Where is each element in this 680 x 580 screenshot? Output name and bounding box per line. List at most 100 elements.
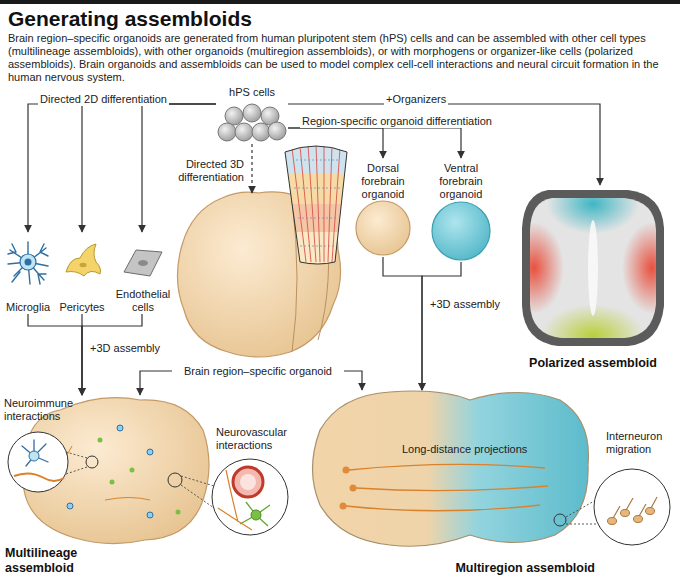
endothelial-icon-part <box>138 260 148 266</box>
node-label: Brain region–specific organoid <box>184 365 332 378</box>
pericyte-icon-part <box>66 244 101 276</box>
pericyte-icon <box>66 244 101 276</box>
callout-label: Long-distance projections <box>402 443 562 456</box>
organoid-section-inset-part <box>294 160 342 246</box>
callout-box: Neurovascular interactions <box>216 426 300 452</box>
callout-box: Neuroimmune interactions <box>4 397 84 423</box>
assembloid: Multilineage assembloid <box>5 395 210 576</box>
organoid-section-inset-part <box>285 146 347 264</box>
edge-label-box: +3D assembly <box>428 294 518 312</box>
flow-arrow <box>383 257 422 390</box>
flow-arrow <box>422 262 461 390</box>
flow-arrow <box>251 144 252 193</box>
ventral-organoid <box>432 202 490 260</box>
multiregion-assembloid-figure-part <box>554 514 566 526</box>
node-label: Pericytes <box>59 301 104 314</box>
node-label: Microglia <box>6 301 50 314</box>
multilineage-assembloid-figure-part <box>218 470 252 530</box>
assembloid: Polarized assembloid <box>518 185 668 371</box>
node-label: Dorsal forebrain organoid <box>350 162 416 201</box>
multiregion-assembloid-figure-part <box>340 503 347 510</box>
multiregion-assembloid-figure <box>313 391 671 546</box>
edge-label-box: +Organizers <box>384 89 484 107</box>
edge-label: Region-specific organoid differentiation <box>300 115 494 128</box>
cell-type: Microglia <box>0 232 56 314</box>
edge-label-box: +3D assembly <box>88 338 178 356</box>
figure-caption: Brain region–specific organoids are gene… <box>8 32 672 84</box>
multilineage-assembloid-figure-part <box>117 425 123 431</box>
polarized-assembloid-figure-part <box>504 174 680 368</box>
polarized-assembloid-figure-part <box>588 220 598 316</box>
figure-title-box: Generating assembloids <box>8 7 672 31</box>
edge-label-box: Directed 2D differentiation <box>38 89 188 107</box>
figure-caption-box: Brain region–specific organoids are gene… <box>8 32 672 84</box>
edge-label: +3D assembly <box>428 298 502 311</box>
multilineage-assembloid-figure-part <box>66 452 87 474</box>
multilineage-assembloid-figure-part <box>22 440 48 466</box>
edge-label-box: Region-specific organoid differentiation <box>300 111 530 129</box>
multiregion-assembloid-figure-part <box>634 516 643 523</box>
microglia-icon-part <box>25 259 32 266</box>
ventral-organoid-part <box>432 202 490 260</box>
callout-label: Neurovascular interactions <box>216 426 300 452</box>
edge-label: Directed 3D differentiation <box>160 158 246 184</box>
polarized-assembloid-figure <box>504 174 680 368</box>
node-label: Multilineage assembloid <box>5 546 87 576</box>
multilineage-assembloid-figure-part <box>60 446 150 500</box>
microglia-icon-part <box>8 242 48 284</box>
cell-source: hPS cells <box>216 86 288 144</box>
edge-label-box: Directed 3D differentiation <box>160 158 246 185</box>
cell-type: Endothelial cells <box>114 232 172 314</box>
multilineage-assembloid-figure-part <box>67 503 73 509</box>
cell-type: Pericytes <box>56 232 108 314</box>
callout-box: Long-distance projections <box>402 443 562 456</box>
flow-arrow <box>288 128 461 158</box>
flow-arrow <box>344 371 362 390</box>
organoid-section-inset-part <box>292 144 340 262</box>
stem-cell-cluster <box>218 104 286 141</box>
multiregion-assembloid-figure-part <box>343 467 350 474</box>
multilineage-assembloid-figure-part <box>240 502 270 526</box>
node-label: Endothelial cells <box>114 288 172 314</box>
node-label: hPS cells <box>229 86 275 99</box>
multiregion-assembloid-figure-part <box>313 391 589 546</box>
polarized-assembloid-figure-part <box>622 222 680 314</box>
flow-arrow <box>140 371 172 395</box>
multilineage-assembloid-figure-part <box>98 438 103 443</box>
organoid-section-inset-part <box>280 138 352 268</box>
multilineage-assembloid-figure-part <box>168 473 182 487</box>
node-label: Multiregion assembloid <box>455 561 595 576</box>
multilineage-assembloid-figure-part <box>29 451 39 461</box>
edge-label: +Organizers <box>384 93 448 106</box>
multiregion-assembloid-figure-part <box>608 518 617 525</box>
microglia-icon <box>8 242 48 284</box>
dorsal-organoid <box>356 201 410 255</box>
multilineage-assembloid-figure-part <box>212 459 288 535</box>
multilineage-assembloid-figure-part <box>181 476 214 508</box>
stem-cell-cluster-part <box>252 123 270 141</box>
organoid-section-inset <box>280 138 352 268</box>
multiregion-assembloid-figure-part <box>594 469 670 545</box>
multilineage-assembloid-figure-part <box>147 512 153 518</box>
multiregion-assembloid-figure-part <box>350 485 357 492</box>
flow-arrow <box>288 128 383 158</box>
callout-label: Neuroimmune interactions <box>4 397 84 423</box>
callout-box: Interneuron migration <box>606 430 678 456</box>
stem-cell-cluster-part <box>225 107 243 125</box>
organoid-section-inset-part <box>280 232 352 268</box>
organoid: Ventral forebrain organoid <box>425 158 497 262</box>
top-rule <box>0 0 680 4</box>
pericyte-icon-part <box>80 263 87 267</box>
multilineage-assembloid-figure-part <box>251 510 261 520</box>
organoid: Dorsal forebrain organoid <box>350 158 416 257</box>
multilineage-assembloid-figure-part <box>8 432 68 492</box>
multiregion-assembloid-figure-part <box>646 508 655 515</box>
multilineage-assembloid-figure-part <box>110 480 115 485</box>
multiregion-assembloid-figure-part <box>621 510 630 517</box>
multilineage-assembloid-figure-part <box>130 468 135 473</box>
multilineage-assembloid-figure-part <box>147 449 153 455</box>
multilineage-assembloid-figure-part <box>240 474 256 490</box>
organoid-section-inset-part <box>280 174 352 204</box>
